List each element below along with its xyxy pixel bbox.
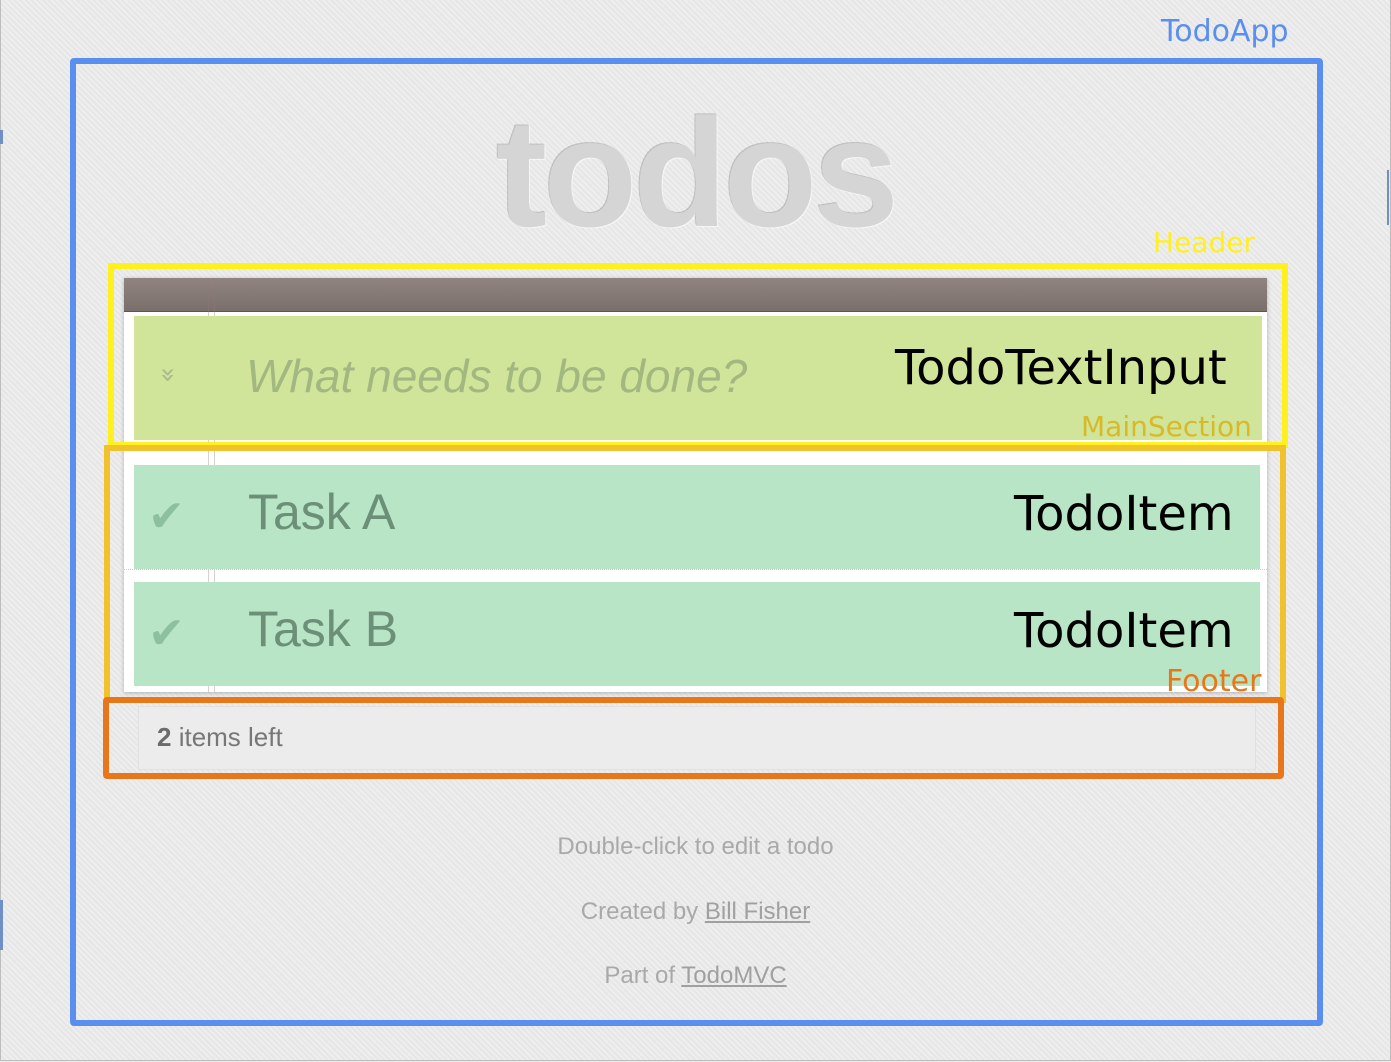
- new-todo-input[interactable]: [246, 344, 846, 408]
- window-edge-marker: [1387, 170, 1389, 225]
- project-line: Part of TodoMVC: [0, 962, 1391, 990]
- footer-annotation-label: Footer: [1166, 664, 1262, 699]
- credits-line: Created by Bill Fisher: [0, 898, 1391, 926]
- new-todo-row: »: [134, 316, 1262, 440]
- toggle-all-icon[interactable]: »: [152, 367, 183, 383]
- item-divider: [124, 569, 1267, 570]
- window-edge-marker: [0, 900, 3, 950]
- project-prefix: Part of: [604, 962, 682, 989]
- todo-label[interactable]: Task B: [248, 601, 399, 657]
- credits-prefix: Created by: [580, 898, 705, 925]
- checkmark-icon[interactable]: ✔: [148, 491, 185, 542]
- project-link[interactable]: TodoMVC: [681, 962, 787, 989]
- header-annotation-label: Header: [1153, 226, 1255, 259]
- mainsection-annotation-label: MainSection: [1081, 410, 1252, 443]
- todo-item[interactable]: ✔ Task A: [134, 465, 1260, 569]
- checkmark-icon[interactable]: ✔: [148, 608, 185, 659]
- author-link[interactable]: Bill Fisher: [704, 898, 811, 925]
- todoitem-label: TodoItem: [1014, 603, 1234, 659]
- todo-item[interactable]: ✔ Task B: [134, 582, 1260, 686]
- items-left-text: items left: [171, 722, 283, 752]
- todo-footer: 2 items left: [138, 706, 1256, 770]
- app-title: todos: [495, 87, 899, 259]
- todo-label[interactable]: Task A: [248, 484, 396, 540]
- card-top-bar: [124, 278, 1267, 312]
- items-left-number: 2: [157, 722, 172, 752]
- items-left-count: 2 items left: [157, 722, 283, 753]
- todoitem-label: TodoItem: [1014, 486, 1234, 542]
- todoapp-annotation-label: TodoApp: [1161, 14, 1289, 49]
- edit-hint: Double-click to edit a todo: [557, 833, 834, 860]
- window-edge-marker: [0, 130, 3, 144]
- todotextinput-label: TodoTextInput: [895, 340, 1227, 396]
